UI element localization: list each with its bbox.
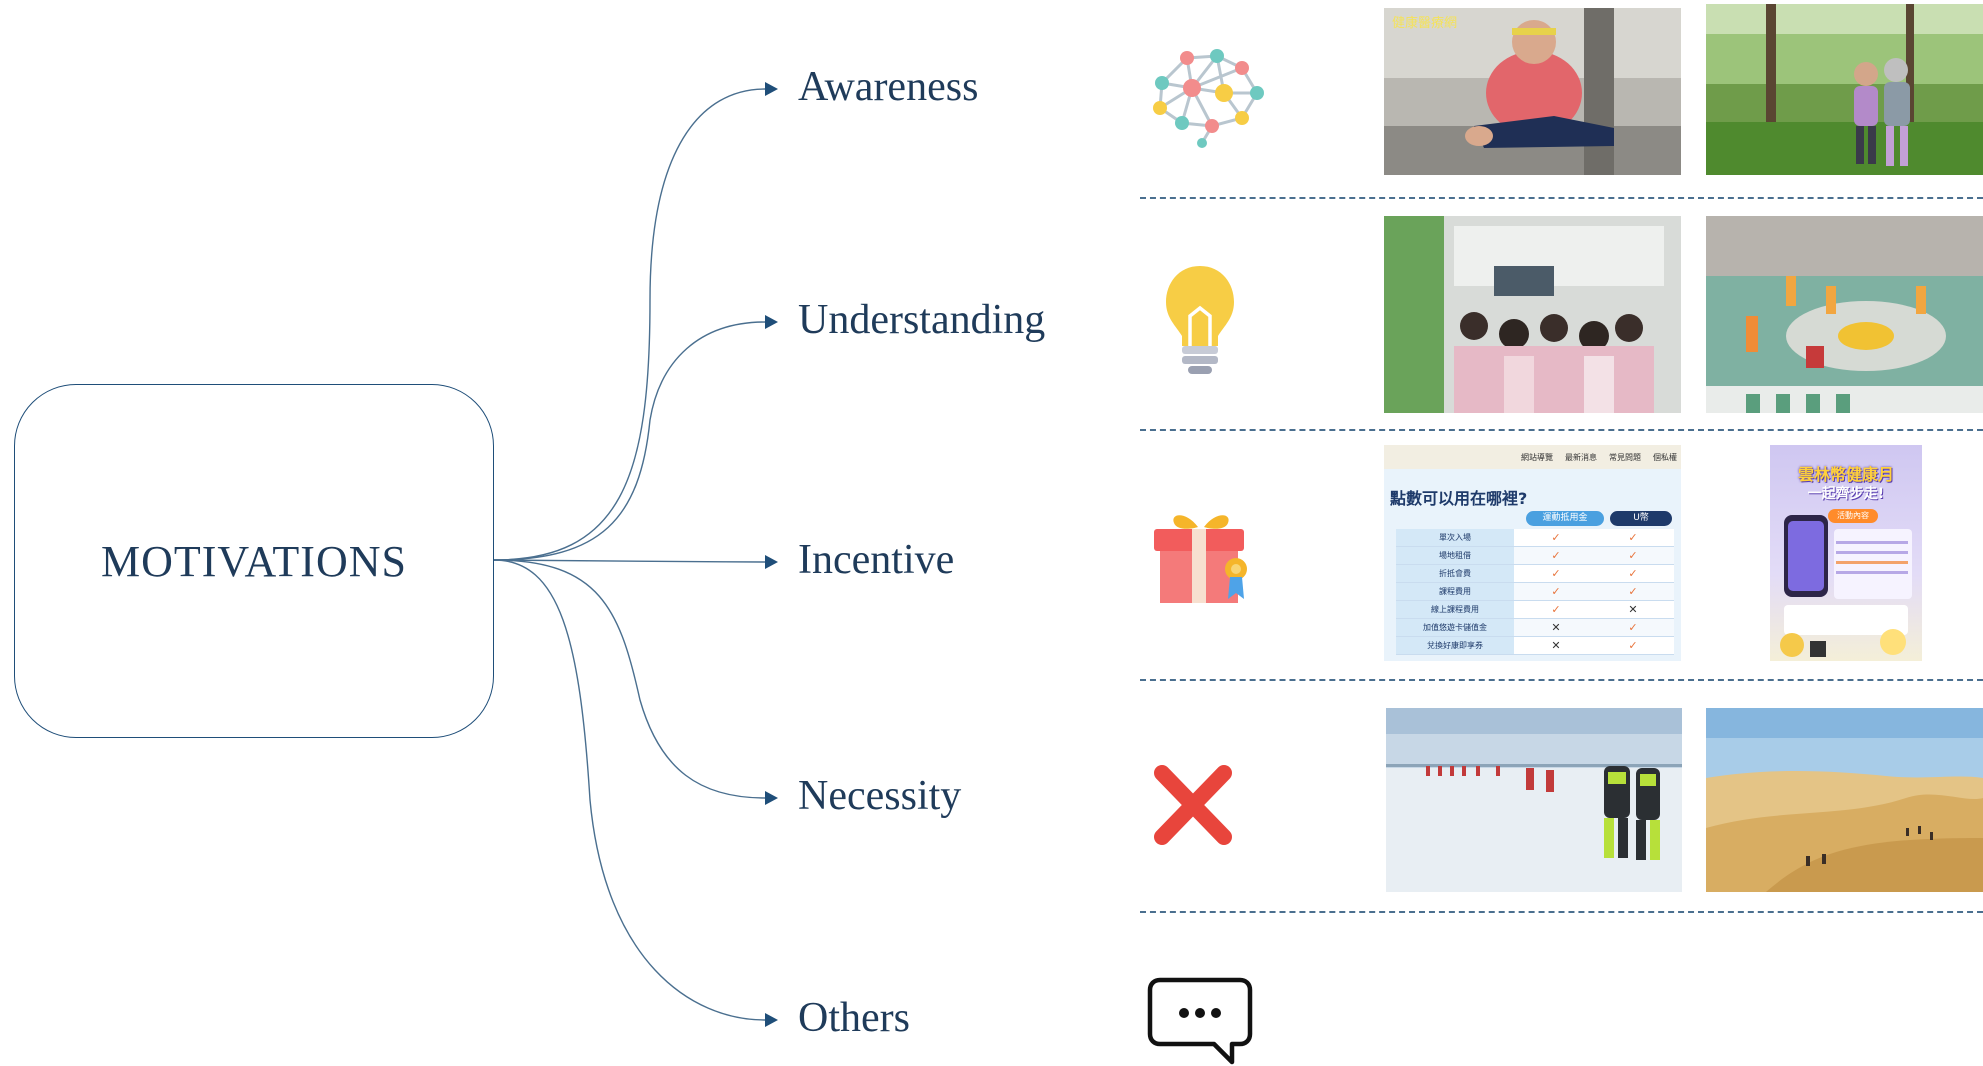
- points-row-label: 課程費用: [1396, 583, 1514, 600]
- red-x-icon: [1154, 765, 1232, 845]
- points-row-a: ✓: [1551, 549, 1561, 562]
- nav-item: 個私權: [1653, 453, 1677, 462]
- points-row-label: 線上課程費用: [1396, 601, 1514, 618]
- arrowhead-necessity: [765, 791, 778, 805]
- photo-points-table: 網站導覽 最新消息 常見問題 個私權 點數可以用在哪裡? 運動抵用金 U幣 單次…: [1384, 445, 1681, 661]
- points-row: 課程費用 ✓ ✓: [1396, 583, 1674, 601]
- points-row-label: 兌換好康即享券: [1396, 637, 1514, 654]
- points-row-label: 加值悠遊卡儲值金: [1396, 619, 1514, 636]
- nav-item: 網站導覽: [1521, 453, 1553, 462]
- row-divider: [1140, 429, 1983, 431]
- photo-man-sitting: 健康醫療網: [1384, 8, 1681, 175]
- photo-children-exhibit: [1384, 216, 1681, 413]
- branch-label-necessity: Necessity: [798, 773, 962, 819]
- nav-item: 最新消息: [1565, 453, 1597, 462]
- points-row-b: ✕: [1628, 603, 1638, 616]
- row-divider: [1140, 911, 1983, 913]
- root-node: MOTIVATIONS: [14, 384, 494, 738]
- points-col-b: U幣: [1610, 511, 1672, 526]
- lightbulb-icon: [1166, 266, 1234, 374]
- points-row-label: 場地租借: [1396, 547, 1514, 564]
- arrowhead-others: [765, 1013, 778, 1027]
- points-row-b: ✓: [1628, 639, 1638, 652]
- arrowhead-understanding: [765, 315, 778, 329]
- points-row-a: ✓: [1551, 567, 1561, 580]
- arrowhead-incentive: [765, 555, 778, 569]
- points-row-a: ✓: [1551, 585, 1561, 598]
- branch-label-understanding: Understanding: [798, 297, 1046, 343]
- poster-title-2: 一起齊步走!: [1807, 486, 1885, 502]
- connector-incentive: [493, 559, 766, 563]
- arrowhead-awareness: [765, 82, 778, 96]
- points-rows: 單次入場✓✓場地租借✓✓折抵會費✓✓課程費用✓✓線上課程費用✓✕加值悠遊卡儲值金…: [1396, 529, 1674, 655]
- photo-snow-trek: [1386, 708, 1682, 892]
- photo-watermark: 健康醫療網: [1392, 16, 1458, 31]
- connector-awareness: [493, 88, 766, 561]
- points-row: 線上課程費用 ✓ ✕: [1396, 601, 1674, 619]
- connector-others: [493, 559, 766, 1021]
- points-row-a: ✕: [1551, 621, 1561, 634]
- photo-health-month-poster: 雲林幣健康月 一起齊步走! 活動內容: [1770, 445, 1922, 661]
- gift-icon: [1154, 515, 1247, 603]
- row-divider: [1140, 679, 1983, 681]
- points-row-b: ✓: [1628, 549, 1638, 562]
- branch-label-awareness: Awareness: [798, 64, 979, 110]
- points-row: 場地租借 ✓ ✓: [1396, 547, 1674, 565]
- points-row: 單次入場 ✓ ✓: [1396, 529, 1674, 547]
- points-row-a: ✓: [1551, 531, 1561, 544]
- connector-necessity: [493, 559, 766, 799]
- branch-label-others: Others: [798, 995, 910, 1041]
- nav-item: 常見問題: [1609, 453, 1641, 462]
- points-row-label: 單次入場: [1396, 529, 1514, 546]
- points-row-b: ✓: [1628, 621, 1638, 634]
- points-row-b: ✓: [1628, 567, 1638, 580]
- poster-title-1: 雲林幣健康月: [1797, 465, 1894, 484]
- points-row-a: ✓: [1551, 603, 1561, 616]
- branch-label-incentive: Incentive: [798, 537, 955, 583]
- photo-desert-trek: [1706, 708, 1983, 892]
- points-row-b: ✓: [1628, 531, 1638, 544]
- row-divider: [1140, 197, 1983, 199]
- points-row: 折抵會費 ✓ ✓: [1396, 565, 1674, 583]
- speech-bubble-dots-icon: [1147, 977, 1253, 1065]
- points-row-label: 折抵會費: [1396, 565, 1514, 582]
- points-row: 加值悠遊卡儲值金 ✕ ✓: [1396, 619, 1674, 637]
- poster-tag: 活動內容: [1828, 509, 1878, 523]
- photo-women-walking-park: [1706, 4, 1983, 175]
- points-nav: 網站導覽 最新消息 常見問題 個私權: [1521, 452, 1677, 463]
- points-title: 點數可以用在哪裡?: [1390, 489, 1528, 508]
- points-row-b: ✓: [1628, 585, 1638, 598]
- points-col-a: 運動抵用金: [1526, 511, 1604, 526]
- root-label: MOTIVATIONS: [101, 536, 407, 586]
- connector-understanding: [493, 321, 766, 561]
- photo-traffic-playground: [1706, 216, 1983, 413]
- points-row: 兌換好康即享券 ✕ ✓: [1396, 637, 1674, 655]
- brain-network-icon: [1153, 49, 1264, 148]
- points-row-a: ✕: [1551, 639, 1561, 652]
